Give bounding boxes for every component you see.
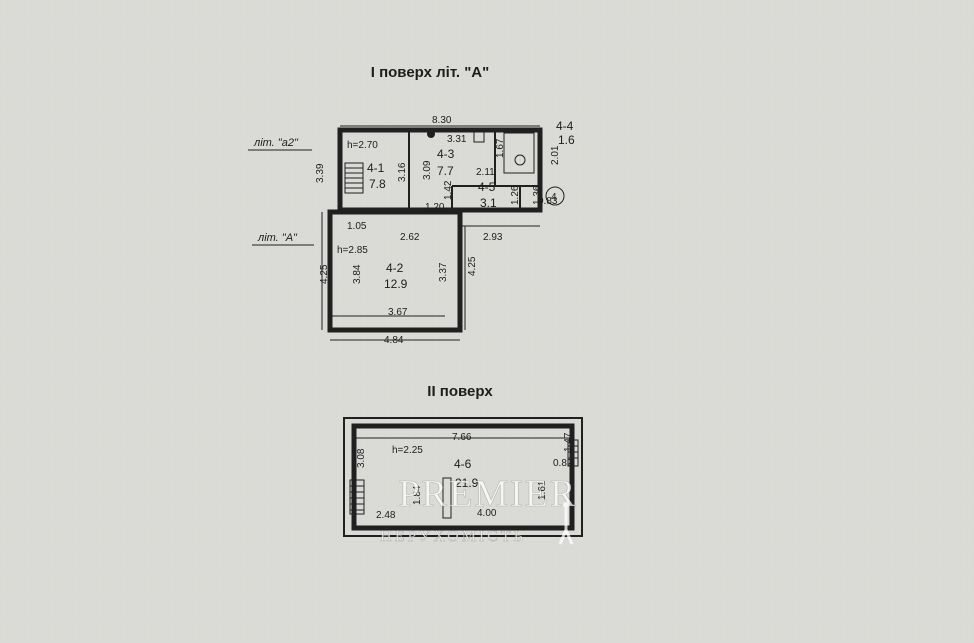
- dim-2-93: 2.93: [483, 232, 503, 243]
- room-4-2-id: 4-2: [386, 261, 404, 275]
- bathroom-fixture: [503, 132, 535, 174]
- dim-1-42: 1.42: [443, 180, 454, 200]
- dim-top-total: 8.30: [432, 115, 452, 126]
- dim-1-26: 1.26: [510, 185, 521, 205]
- floor1-plan: І поверх літ. "А" літ. "а2" літ. "А" 8.3…: [248, 64, 575, 346]
- dim-1-47: 1.47: [563, 432, 574, 452]
- dim-1-20: 1.20: [425, 202, 445, 213]
- floor2-title: ІІ поверх: [427, 383, 493, 400]
- dim-3-08: 3.08: [356, 448, 367, 468]
- dim-1-05: 1.05: [347, 221, 367, 232]
- dim-1-84: 1.84: [412, 485, 423, 505]
- room-4-3-area: 7.7: [437, 164, 454, 178]
- room-4-6-height: h=2.25: [392, 445, 423, 456]
- section-marker-label: 4: [551, 192, 557, 203]
- dim-3-37: 3.37: [438, 262, 449, 282]
- stairs-floor2: [349, 479, 365, 515]
- dim-3-31: 3.31: [447, 134, 467, 145]
- dim-2-48: 2.48: [376, 510, 396, 521]
- dim-1-61: 1.61: [537, 480, 548, 500]
- toilet-icon: [514, 154, 526, 166]
- watermark-figure-icon: [558, 502, 574, 545]
- room-4-6-area: 21.9: [455, 476, 479, 490]
- dim-3-67: 3.67: [388, 307, 408, 318]
- watermark-sub: НЕРУХОМІСТЬ: [380, 528, 526, 545]
- room-4-2-walls: [327, 209, 463, 333]
- section-marker: [545, 186, 565, 206]
- dim-2-62: 2.62: [400, 232, 420, 243]
- dim-2-11: 2.11: [476, 167, 495, 178]
- dim-7-66: 7.66: [452, 432, 472, 443]
- watermark-brand: PREMIER: [399, 473, 578, 515]
- stairs-4-1: [344, 162, 364, 194]
- room-4-3-id: 4-3: [437, 147, 455, 161]
- dim-1-67: 1.67: [495, 138, 506, 158]
- room-4-5-area: 3.1: [480, 196, 497, 210]
- dim-0-82: 0.82: [553, 458, 573, 469]
- room-4-1-area: 7.8: [369, 177, 386, 191]
- boiler-icon: [427, 130, 435, 138]
- dim-3-84: 3.84: [352, 264, 363, 284]
- dim-0-83: 0.83: [538, 196, 558, 207]
- room-4-1-id: 4-1: [367, 161, 385, 175]
- room-4-6-id: 4-6: [454, 457, 472, 471]
- room-4-2-height: h=2.85: [337, 245, 368, 256]
- dim-4-00: 4.00: [477, 508, 497, 519]
- dim-4-25-right: 4.25: [467, 256, 478, 276]
- dim-3-39: 3.39: [315, 163, 326, 183]
- dim-4-84: 4.84: [384, 335, 404, 346]
- dim-1-36: 1.36: [532, 185, 543, 205]
- floor2-plan: ІІ поверх h=2.25 4-6 21.9 7.66 0.82 4.00…: [343, 383, 583, 537]
- room-4-4-id: 4-4: [556, 119, 574, 133]
- chimney-element: [442, 477, 452, 519]
- window-right-floor2: [567, 439, 579, 467]
- lit-a-label: літ. "А": [257, 232, 298, 244]
- room-4-6-walls: [351, 423, 575, 531]
- dim-4-25-left: 4.25: [319, 264, 330, 284]
- room-4-1-height: h=2.70: [347, 140, 378, 151]
- lit-a2-label: літ. "а2": [253, 137, 299, 149]
- room-4-4-area: 1.6: [558, 133, 575, 147]
- room-4-2-area: 12.9: [384, 277, 408, 291]
- dim-3-16: 3.16: [397, 162, 408, 182]
- dim-2-01: 2.01: [550, 145, 561, 165]
- floor1-title: І поверх літ. "А": [371, 64, 490, 81]
- premier-watermark: PREMIER НЕРУХОМІСТЬ: [380, 473, 578, 546]
- stove-icon: [473, 131, 485, 143]
- floor2-outer-frame: [343, 417, 583, 537]
- dim-3-09: 3.09: [422, 160, 433, 180]
- room-4-5-id: 4-5: [478, 180, 496, 194]
